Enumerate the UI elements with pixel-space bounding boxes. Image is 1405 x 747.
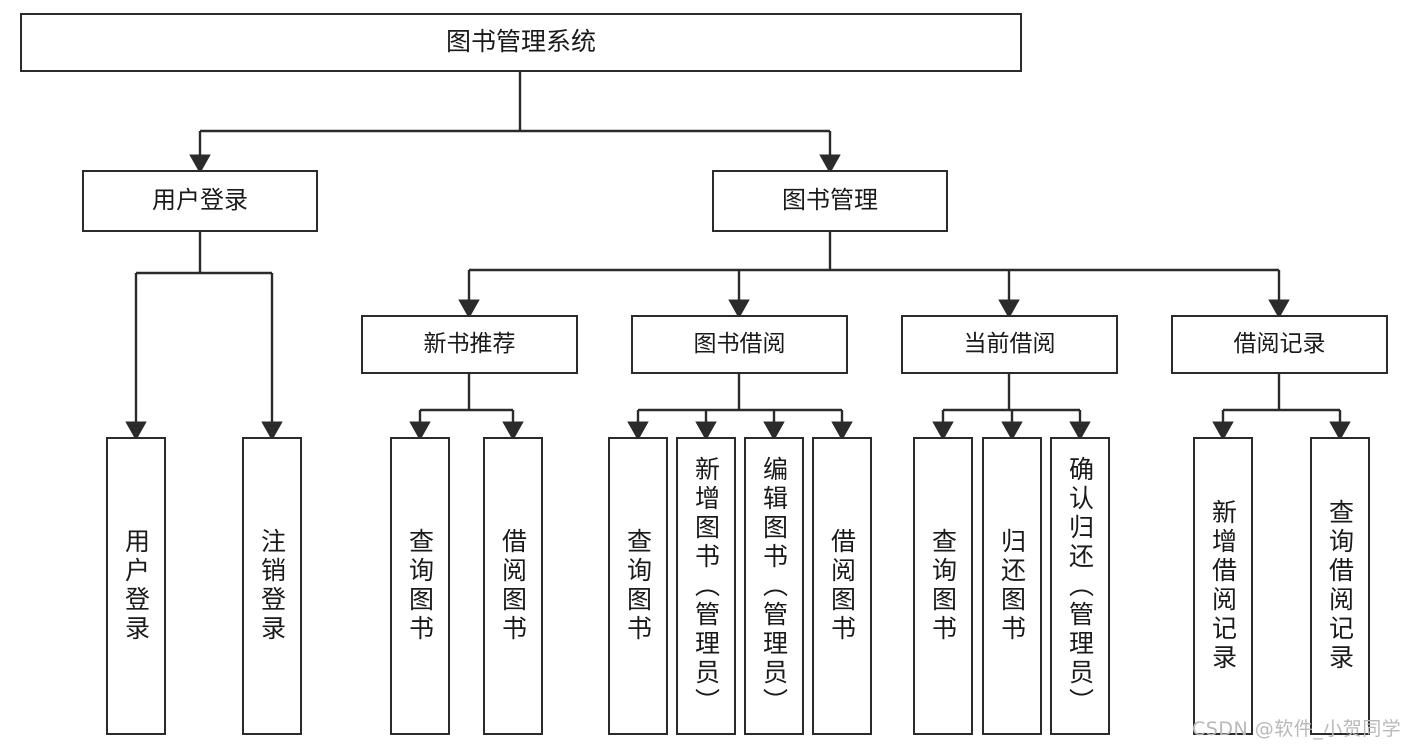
- leaf-user-login-signin[interactable]: 用户登录: [106, 437, 166, 735]
- leaf-current-confirm-return[interactable]: 确认归还（管理员）: [1050, 437, 1110, 735]
- leaf-borrow-query-book-label: 查询图书: [623, 528, 653, 644]
- leaf-new-book-borrow-label: 借阅图书: [498, 528, 528, 644]
- leaf-new-book-borrow[interactable]: 借阅图书: [483, 437, 543, 735]
- node-current-borrow-label: 当前借阅: [963, 331, 1056, 358]
- leaf-new-book-query[interactable]: 查询图书: [390, 437, 450, 735]
- leaf-borrow-borrow-book[interactable]: 借阅图书: [812, 437, 872, 735]
- leaf-current-return-book-label: 归还图书: [997, 528, 1027, 644]
- node-current-borrow[interactable]: 当前借阅: [901, 315, 1118, 374]
- leaf-new-book-query-label: 查询图书: [405, 528, 435, 644]
- node-user-login-label: 用户登录: [152, 186, 248, 215]
- leaf-current-query-book-label: 查询图书: [928, 528, 958, 644]
- node-book-management[interactable]: 图书管理: [712, 170, 948, 232]
- leaf-borrow-edit-book-label: 编辑图书（管理员）: [759, 455, 789, 717]
- leaf-user-login-signin-label: 用户登录: [121, 528, 151, 644]
- node-book-borrow[interactable]: 图书借阅: [631, 315, 848, 374]
- leaf-borrow-borrow-book-label: 借阅图书: [827, 528, 857, 644]
- leaf-record-query[interactable]: 查询借阅记录: [1310, 437, 1370, 735]
- leaf-current-return-book[interactable]: 归还图书: [982, 437, 1042, 735]
- leaf-record-query-label: 查询借阅记录: [1325, 499, 1355, 673]
- node-root[interactable]: 图书管理系统: [20, 13, 1022, 72]
- watermark: CSDN @软件_小贺同学: [1192, 718, 1402, 740]
- node-user-login[interactable]: 用户登录: [82, 170, 318, 232]
- node-borrow-record-label: 借阅记录: [1233, 331, 1326, 358]
- leaf-borrow-add-book[interactable]: 新增图书（管理员）: [676, 437, 736, 735]
- leaf-user-login-signout[interactable]: 注销登录: [242, 437, 302, 735]
- leaf-record-add-label: 新增借阅记录: [1208, 499, 1238, 673]
- leaf-record-add[interactable]: 新增借阅记录: [1193, 437, 1253, 735]
- leaf-borrow-edit-book[interactable]: 编辑图书（管理员）: [744, 437, 804, 735]
- node-book-borrow-label: 图书借阅: [693, 331, 786, 358]
- leaf-current-query-book[interactable]: 查询图书: [913, 437, 973, 735]
- leaf-borrow-query-book[interactable]: 查询图书: [608, 437, 668, 735]
- leaf-borrow-add-book-label: 新增图书（管理员）: [691, 455, 721, 717]
- node-new-book-recommend[interactable]: 新书推荐: [361, 315, 578, 374]
- leaf-user-login-signout-label: 注销登录: [257, 528, 287, 644]
- node-book-management-label: 图书管理: [782, 186, 878, 215]
- node-root-label: 图书管理系统: [445, 27, 596, 57]
- node-borrow-record[interactable]: 借阅记录: [1171, 315, 1388, 374]
- node-new-book-recommend-label: 新书推荐: [423, 331, 516, 358]
- leaf-current-confirm-return-label: 确认归还（管理员）: [1065, 455, 1095, 717]
